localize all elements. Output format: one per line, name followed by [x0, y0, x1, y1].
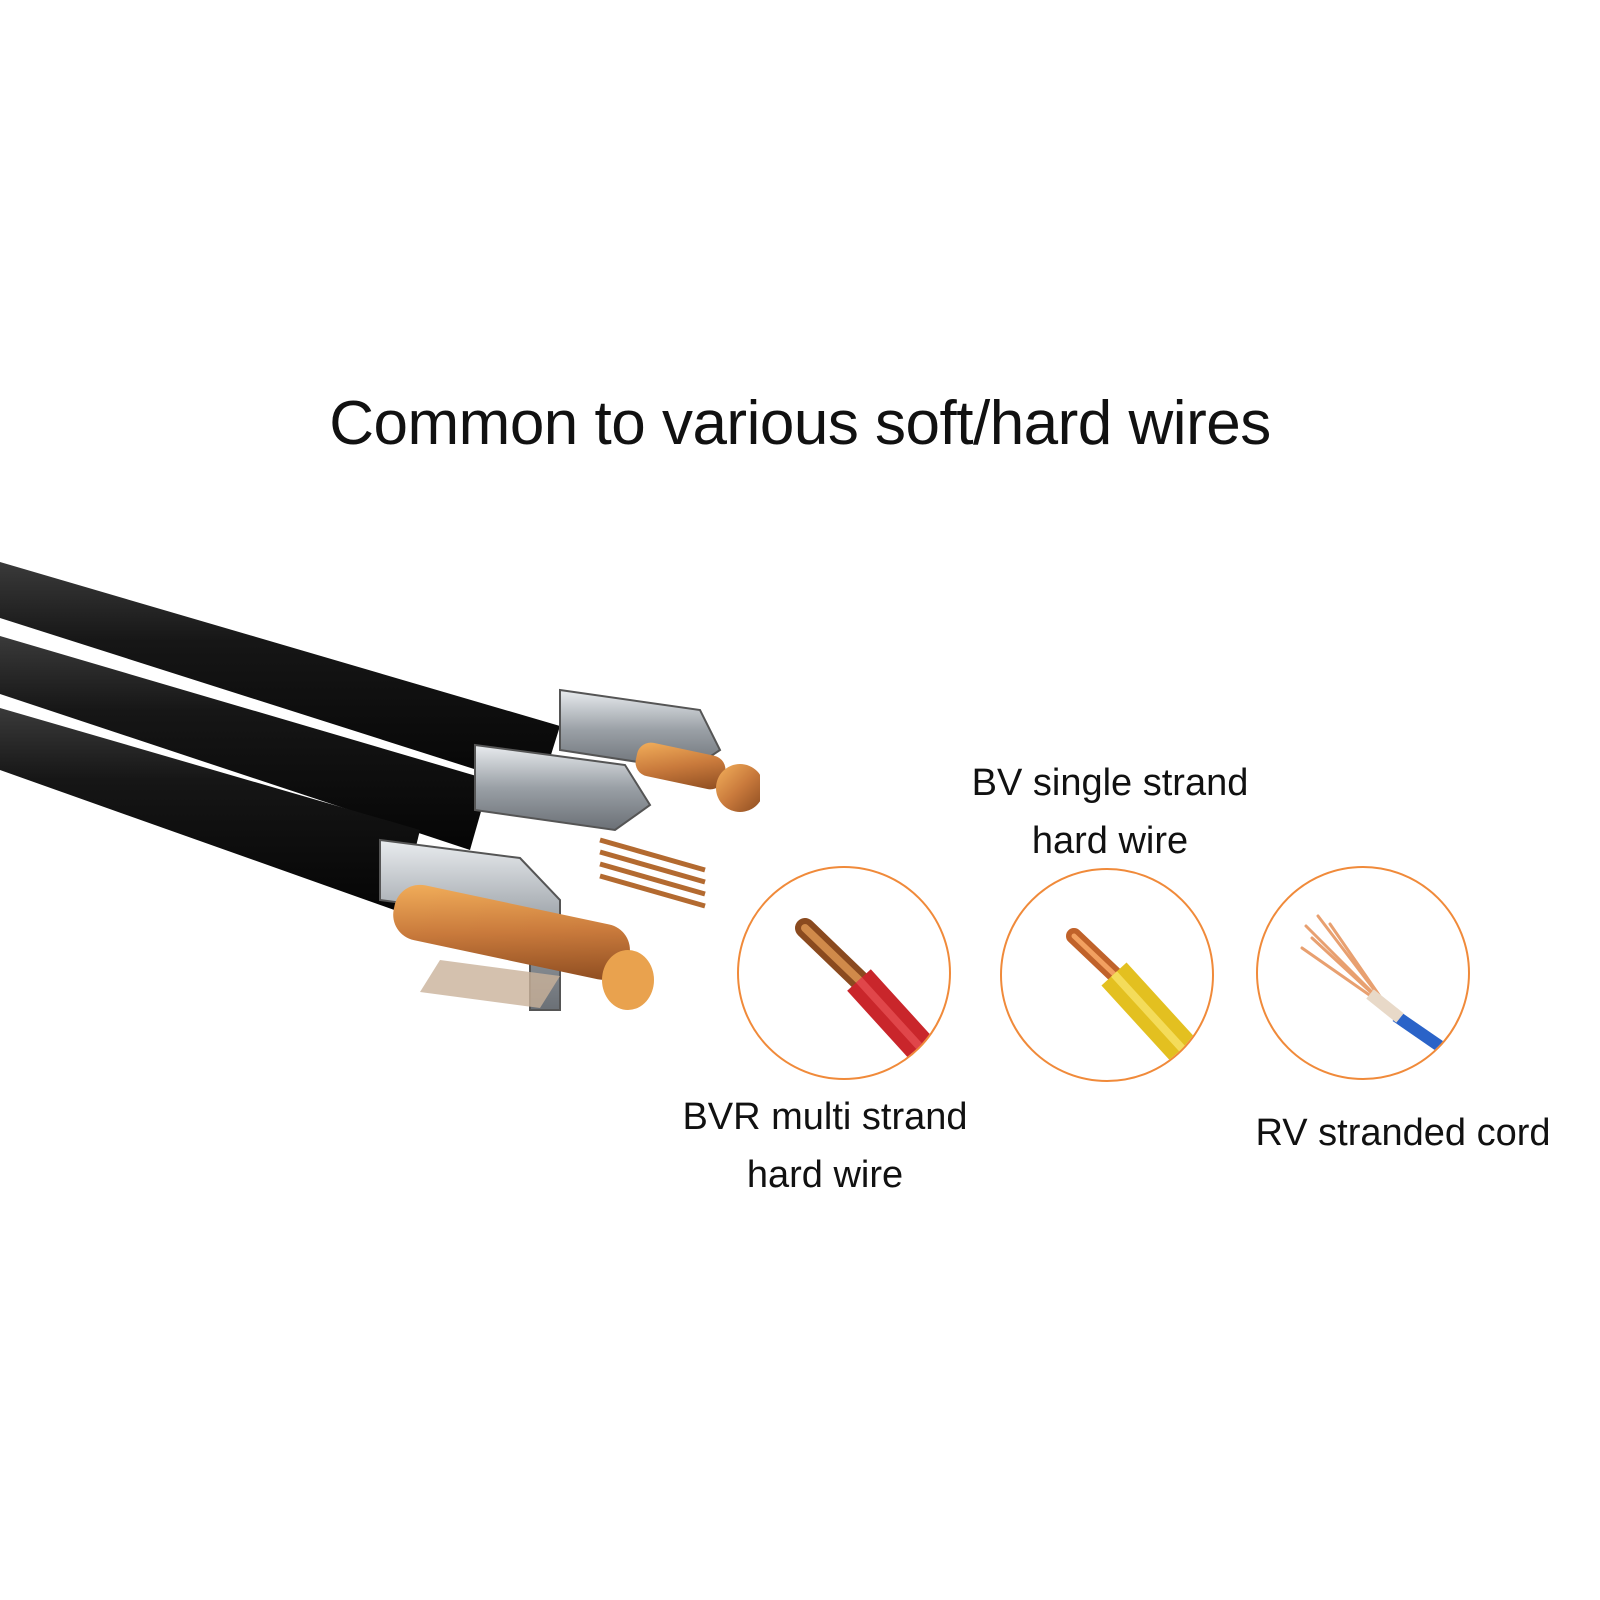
wire-sample-circle-bv: [1000, 868, 1214, 1082]
wire-label-bvr: BVR multi strand hard wire: [682, 1096, 968, 1196]
wire-sample-circle-bvr: [737, 866, 951, 1080]
wire-sample-circle-rv: [1256, 866, 1470, 1080]
connector-cables-illustration: [0, 562, 764, 1011]
wire-label-rv: RV stranded cord: [1255, 1112, 1551, 1154]
headline: Common to various soft/hard wires: [329, 389, 1271, 458]
multi-strand-wire-icon: [795, 918, 949, 1078]
stranded-cord-icon: [1300, 914, 1458, 1061]
single-strand-wire-icon: [1066, 928, 1211, 1078]
wire-label-bv: BV single strand hard wire: [971, 762, 1249, 862]
connector-illustration: [0, 540, 764, 1060]
